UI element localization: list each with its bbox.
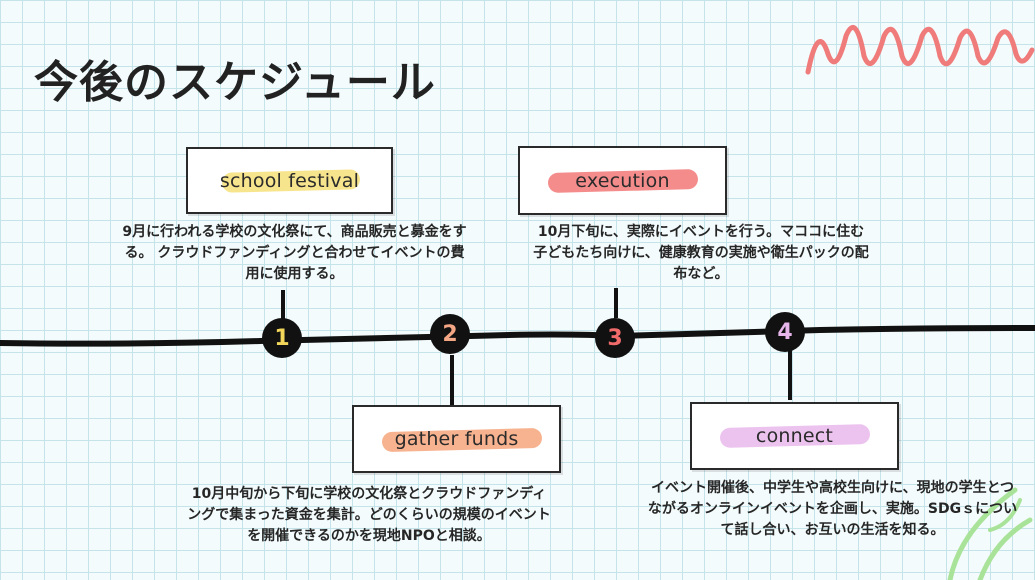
leaf-decoration [947,487,1033,580]
step-1-description: 9月に行われる学校の文化祭にて、商品販売と募金をする。 クラウドファンディングと… [122,224,467,282]
step-1-label-box: school festival [186,147,393,214]
step-3-number: 3 [595,318,635,358]
step-2-description: 10月中旬から下旬に学校の文化祭とクラウドファンディングで集まった資金を集計。ど… [187,486,551,544]
step-2-number: 2 [430,314,470,354]
step-3-label-box: execution [518,146,727,215]
step-4-description: イベント開催後、中学生や高校生向けに、現地の学生とつながるオンラインイベントを企… [647,480,1018,538]
step-4-number: 4 [765,312,805,352]
step-1-number: 1 [262,318,302,358]
step-2-label: gather funds [394,428,519,450]
step-1-label: school festival [219,169,360,192]
step-3-description: 10月下旬に、実際にイベントを行う。マココに住む子どもたち向けに、健康教育の実施… [533,224,869,282]
zigzag-decoration [805,25,1035,75]
page-title: 今後のスケジュール [34,57,436,108]
step-4-label-box: connect [690,402,899,470]
step-2-label-box: gather funds [352,405,561,473]
step-4-label: connect [755,425,834,447]
step-3-label: execution [575,169,670,192]
